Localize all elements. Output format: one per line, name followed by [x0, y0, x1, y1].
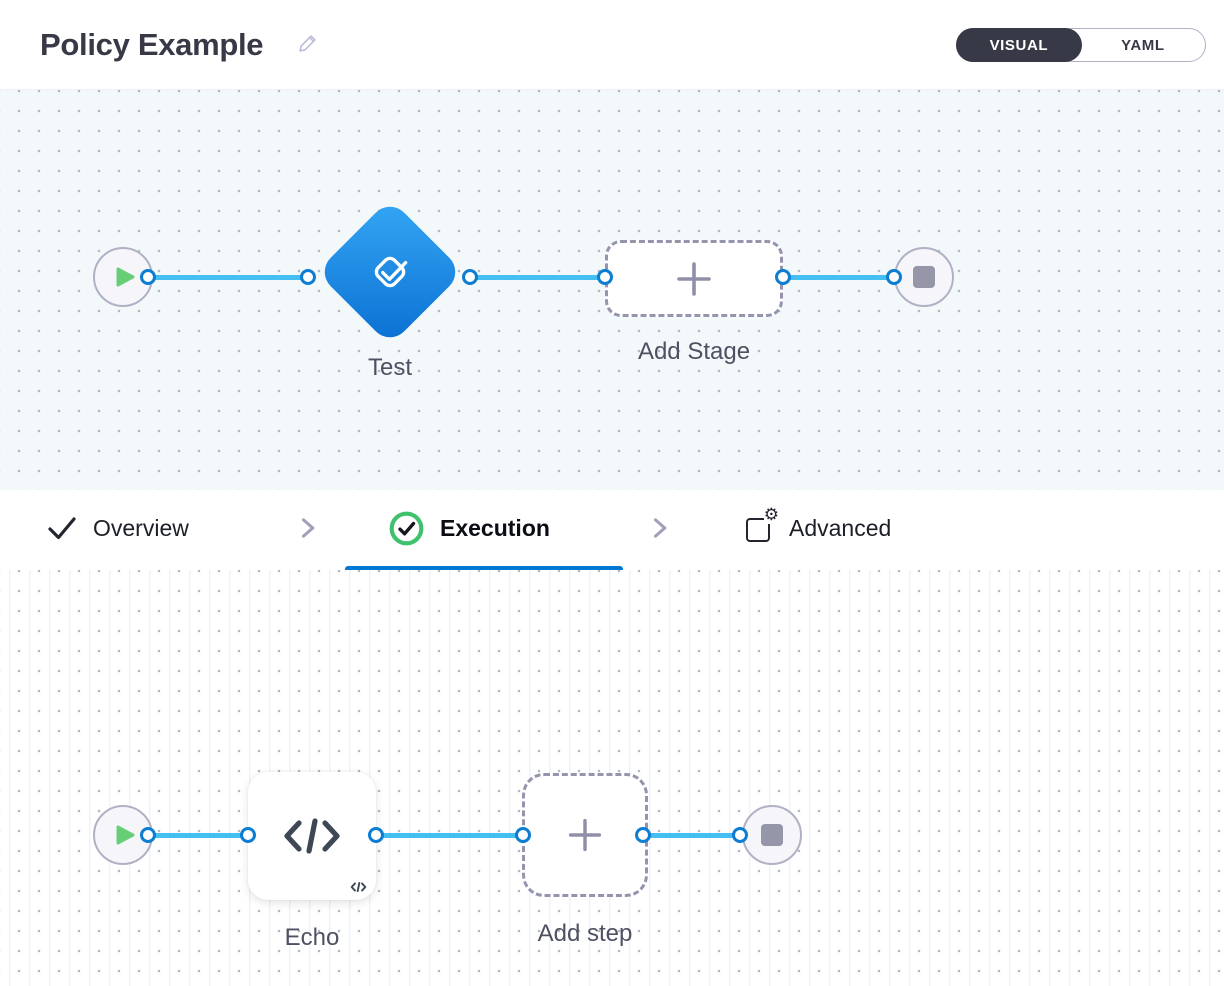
plus-icon [671, 256, 717, 302]
port-stage-out[interactable] [462, 269, 478, 285]
chevron-right-icon [645, 514, 673, 542]
pencil-icon [297, 31, 320, 59]
port-addstage-in[interactable] [597, 269, 613, 285]
stage-config-tabbar: Overview Execution ⚙ Advanced [0, 490, 1224, 570]
add-stage-label: Add Stage [637, 338, 751, 365]
stage-canvas[interactable]: Test Add Stage [0, 90, 1224, 490]
chevron-right-icon [293, 514, 321, 542]
port-addstage-out[interactable] [775, 269, 791, 285]
tab-execution[interactable]: Execution [388, 490, 550, 566]
tab-advanced[interactable]: ⚙ Advanced [746, 490, 891, 566]
port-addstep-out[interactable] [635, 827, 651, 843]
port-addstep-in[interactable] [515, 827, 531, 843]
square-gear-icon: ⚙ [746, 507, 779, 542]
plus-icon [563, 813, 607, 857]
tab-overview-label: Overview [93, 514, 189, 541]
edit-title-button[interactable] [297, 31, 320, 59]
approval-check-icon [355, 237, 426, 308]
port-step-out[interactable] [368, 827, 384, 843]
code-icon [281, 814, 343, 858]
header: Policy Example VISUAL YAML [0, 0, 1224, 90]
check-icon [46, 513, 78, 543]
edge-addstep-to-end [643, 833, 740, 838]
execution-step-canvas[interactable]: Echo Add step [0, 570, 1224, 986]
edge-step-to-addstep [376, 833, 523, 838]
stage-label: Test [367, 354, 412, 381]
execution-end-node[interactable] [742, 805, 802, 865]
port-end-in[interactable] [732, 827, 748, 843]
tab-overview[interactable]: Overview [46, 490, 189, 566]
add-step-button[interactable] [522, 773, 648, 897]
toggle-yaml[interactable]: YAML [1121, 36, 1165, 54]
play-icon [114, 265, 136, 289]
port-start-out[interactable] [140, 827, 156, 843]
add-step-label: Add step [537, 920, 633, 947]
visual-yaml-toggle: VISUAL YAML [955, 28, 1206, 62]
port-stage-in[interactable] [300, 269, 316, 285]
tab-advanced-label: Advanced [789, 514, 892, 541]
edge-addstage-to-end [783, 275, 894, 280]
edge-start-to-step [148, 833, 248, 838]
port-step-in[interactable] [240, 827, 256, 843]
step-label: Echo [284, 924, 340, 951]
add-stage-button[interactable] [605, 240, 783, 317]
play-icon [114, 823, 136, 847]
tab-execution-label: Execution [440, 514, 550, 541]
step-node-echo[interactable] [248, 772, 376, 900]
port-start-out[interactable] [140, 269, 156, 285]
pipeline-end-node[interactable] [894, 247, 954, 307]
stage-node-test[interactable] [316, 198, 464, 346]
page-title: Policy Example [40, 27, 264, 62]
stop-icon [913, 266, 935, 288]
code-badge-icon [350, 881, 367, 893]
check-circle-icon [388, 510, 425, 547]
toggle-visual[interactable]: VISUAL [955, 28, 1083, 62]
active-tab-underline [345, 566, 623, 570]
port-end-in[interactable] [886, 269, 902, 285]
edge-stage-to-addstage [470, 275, 605, 280]
edge-start-to-stage [148, 275, 308, 280]
stop-icon [761, 824, 783, 846]
